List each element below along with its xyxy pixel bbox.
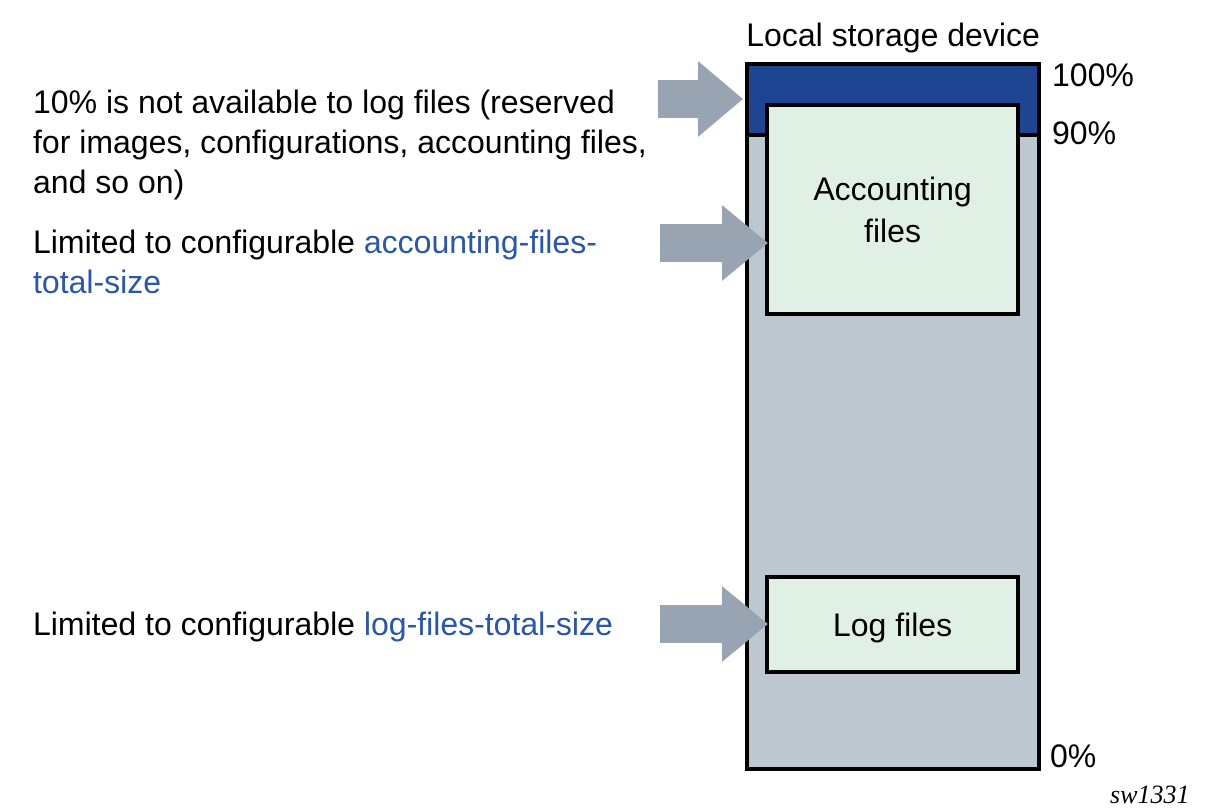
accounting-note-line2: total-size — [33, 262, 678, 302]
reserved-note: 10% is not available to log files (reser… — [33, 82, 678, 202]
reserved-note-line3: and so on) — [33, 164, 185, 200]
scale-label-90: 90% — [1052, 115, 1117, 151]
scale-label-0: 0% — [1050, 738, 1097, 774]
log-note: Limited to configurable log-files-total-… — [33, 604, 678, 644]
log-files-label: Log files — [832, 606, 953, 643]
accounting-note-prefix: Limited to configurable — [33, 224, 364, 260]
accounting-note-line1: Limited to configurable accounting-files… — [33, 222, 678, 262]
accounting-files-label-line1: Accounting — [813, 170, 972, 207]
accounting-files-box: Accounting files — [765, 103, 1020, 316]
log-arrow-icon — [660, 586, 768, 662]
accounting-files-label-line2: files — [864, 212, 921, 249]
accounting-files-total-size-link-continued[interactable]: total-size — [33, 264, 162, 300]
reserved-note-line1: 10% is not available to log files (reser… — [33, 84, 615, 120]
scale-label-100: 100% — [1052, 57, 1134, 93]
accounting-note: Limited to configurable accounting-files… — [33, 222, 678, 302]
log-note-prefix: Limited to configurable — [33, 606, 364, 642]
accounting-arrow-icon — [660, 205, 768, 281]
diagram-title: Local storage device — [746, 17, 1040, 53]
log-files-box: Log files — [765, 575, 1020, 674]
log-files-total-size-link[interactable]: log-files-total-size — [363, 606, 613, 642]
reserved-note-line2: for images, configurations, accounting f… — [33, 124, 647, 160]
reserved-arrow-icon — [658, 61, 743, 137]
figure-id-watermark: sw1331 — [1110, 780, 1190, 809]
accounting-files-total-size-link[interactable]: accounting-files- — [363, 224, 597, 260]
